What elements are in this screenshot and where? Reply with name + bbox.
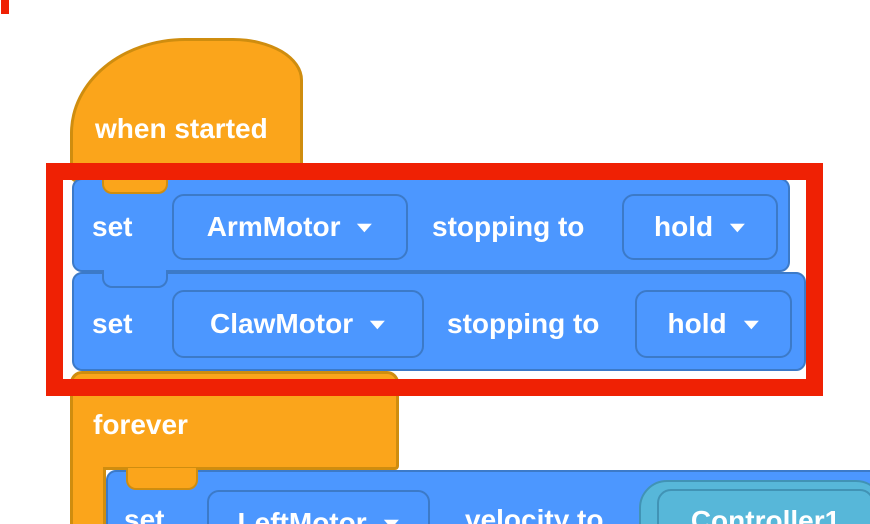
dropdown-arrow-icon: ▼ (364, 315, 391, 333)
claw-motor-dropdown-value: ClawMotor (210, 308, 354, 339)
left-motor-dropdown[interactable]: LeftMotor ▼ (207, 490, 430, 524)
set-leftmotor-velocity-block[interactable]: set LeftMotor ▼ velocity to Controller1 (106, 470, 870, 524)
dropdown-arrow-icon: ▼ (724, 218, 751, 236)
arm-motor-dropdown[interactable]: ArmMotor ▼ (172, 194, 408, 260)
hat-connector-tab (102, 178, 168, 194)
stopping-to-label: stopping to (447, 308, 600, 339)
stopping-to-label: stopping to (432, 211, 585, 242)
when-started-label: when started (95, 113, 268, 144)
claw-stop-mode-dropdown[interactable]: hold ▼ (635, 290, 792, 358)
arm-stop-mode-value: hold (654, 211, 714, 242)
arm-motor-dropdown-value: ArmMotor (206, 211, 341, 242)
dropdown-arrow-icon: ▼ (738, 315, 764, 333)
left-motor-dropdown-value: LeftMotor (237, 507, 367, 524)
dropdown-arrow-icon: ▼ (352, 218, 378, 236)
claw-stop-mode-value: hold (667, 308, 727, 339)
controller-dropdown[interactable]: Controller1 (657, 489, 870, 524)
controller-reporter-block[interactable]: Controller1 (639, 480, 870, 524)
set-label: set (92, 308, 133, 339)
set-label: set (124, 504, 165, 524)
velocity-to-label: velocity to (465, 504, 604, 524)
arm-stop-mode-dropdown[interactable]: hold ▼ (622, 194, 778, 260)
annotation-mark (1, 0, 9, 14)
forever-block-arm (70, 467, 106, 524)
claw-motor-dropdown[interactable]: ClawMotor ▼ (172, 290, 424, 358)
forever-connector-tab (126, 468, 198, 490)
forever-label: forever (93, 409, 188, 440)
dropdown-arrow-icon: ▼ (378, 514, 404, 524)
when-started-block[interactable]: when started (70, 38, 303, 182)
set-clawmotor-stopping-block[interactable]: set ClawMotor ▼ stopping to hold ▼ (72, 272, 806, 371)
block-connector-tab (102, 270, 168, 288)
set-armmotor-stopping-block[interactable]: set ArmMotor ▼ stopping to hold ▼ (72, 178, 790, 272)
set-label: set (92, 211, 133, 242)
highlight-rectangle (46, 163, 823, 396)
controller-dropdown-value: Controller1 (690, 505, 841, 524)
